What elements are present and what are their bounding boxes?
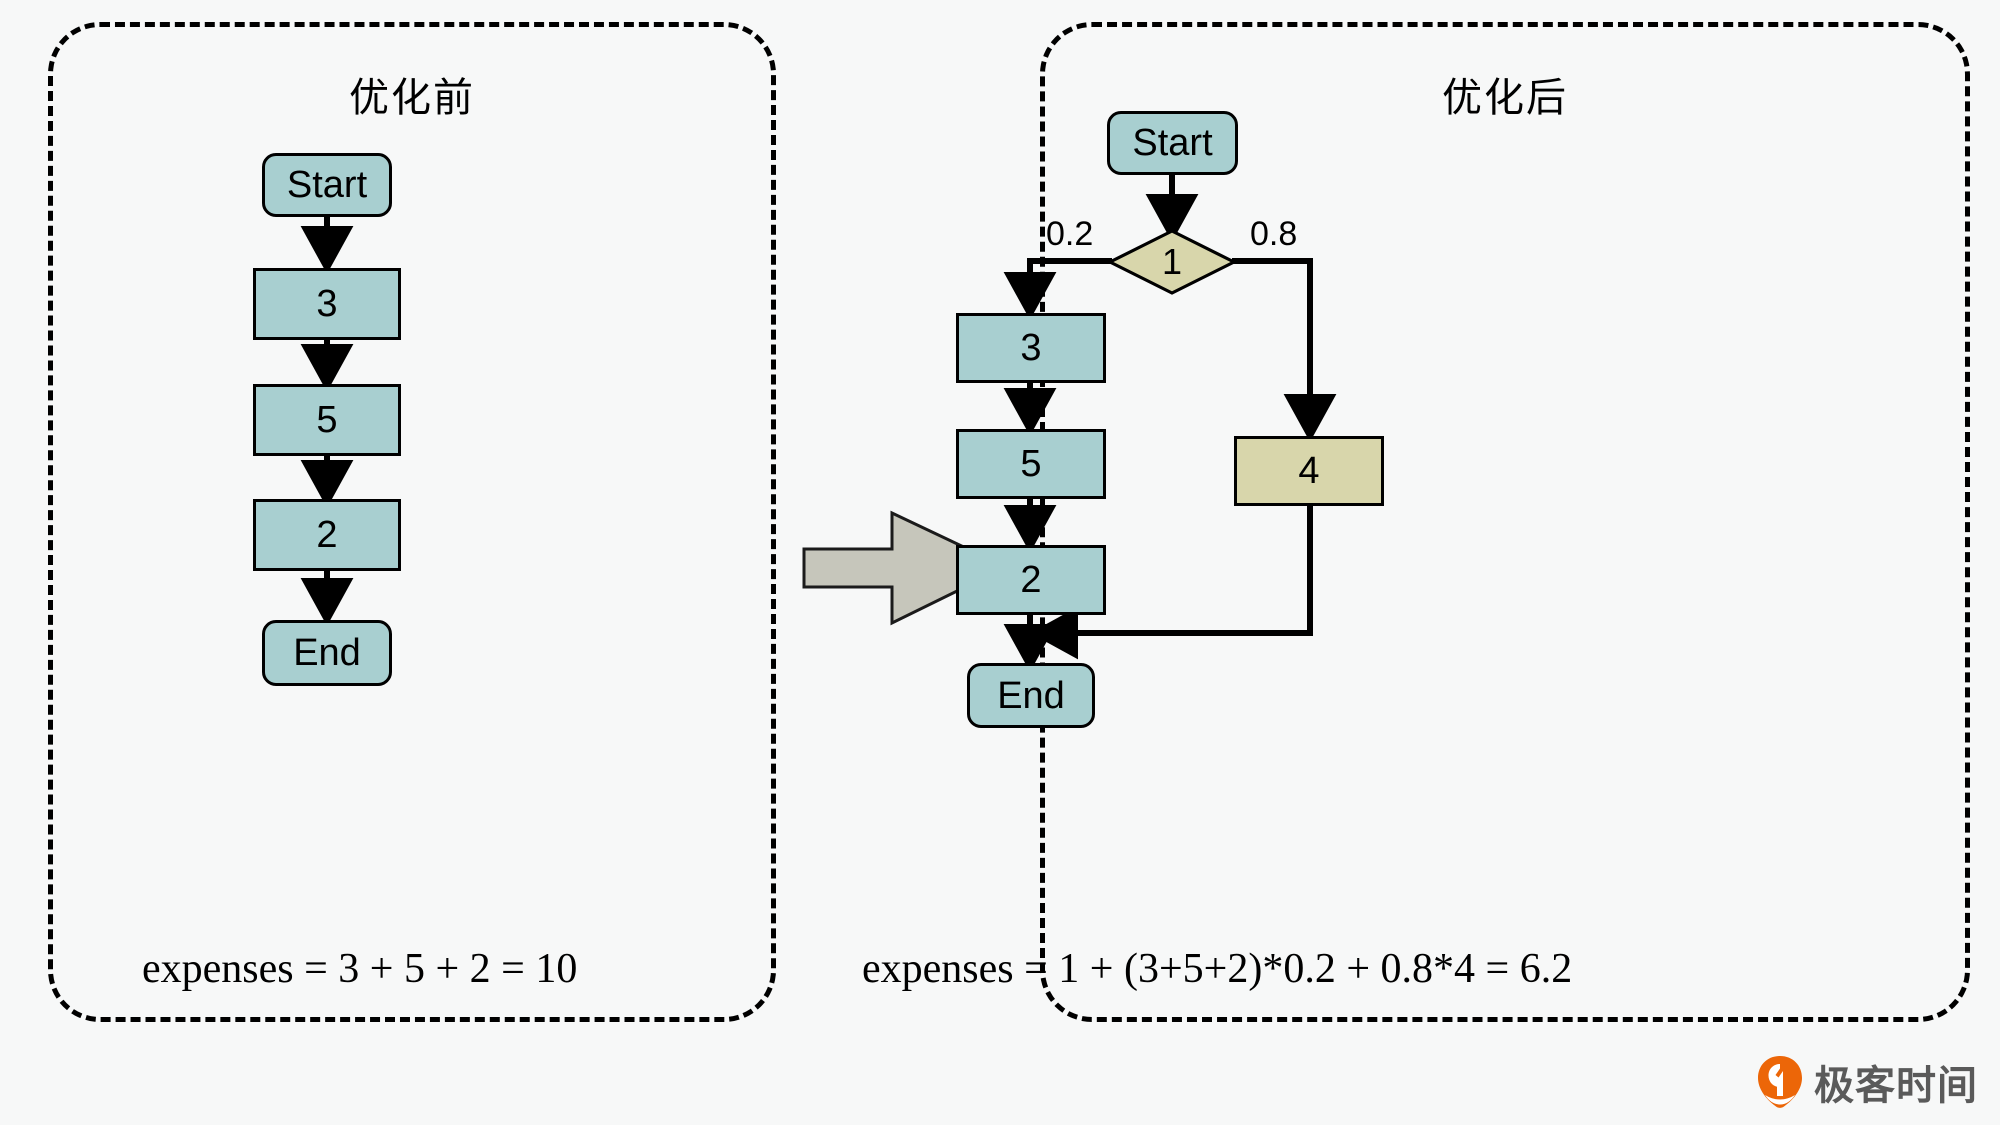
edge-label-left-branch: 0.2: [1046, 215, 1094, 253]
node-label: End: [293, 632, 361, 674]
formula-before: expenses = 3 + 5 + 2 = 10: [142, 946, 578, 992]
node-after-5[interactable]: 5: [956, 429, 1106, 499]
brand-name: 极客时间: [1814, 1063, 1978, 1109]
node-after-end[interactable]: End: [967, 663, 1095, 728]
node-label: 2: [1020, 559, 1042, 601]
node-before-2[interactable]: 2: [253, 499, 401, 571]
node-before-3[interactable]: 3: [253, 268, 401, 340]
node-label: 5: [316, 399, 338, 441]
node-label: End: [997, 674, 1065, 717]
node-after-decision[interactable]: 1: [1108, 229, 1236, 295]
panel-after-title: 优化后: [1442, 76, 1568, 120]
node-label: 3: [316, 283, 338, 325]
node-after-2[interactable]: 2: [956, 545, 1106, 615]
node-before-end[interactable]: End: [262, 620, 392, 686]
node-after-3[interactable]: 3: [956, 313, 1106, 383]
right-arrow-icon: [802, 510, 1010, 626]
node-after-start[interactable]: Start: [1107, 111, 1238, 175]
panel-before-title: 优化前: [349, 76, 475, 120]
node-label: 5: [1020, 443, 1042, 485]
edge-label-right-branch: 0.8: [1250, 215, 1298, 253]
node-label: 3: [1020, 327, 1042, 369]
diamond-shape: [1108, 229, 1236, 295]
node-after-4[interactable]: 4: [1234, 436, 1384, 506]
node-label: 1: [1161, 241, 1183, 282]
panel-after-optimization: 优化后: [1040, 22, 1970, 1022]
brand-logo: 极客时间: [1756, 1053, 1978, 1111]
geektime-logo-icon: [1758, 1056, 1802, 1108]
panel-before-optimization: 优化前: [48, 22, 776, 1022]
node-label: Start: [286, 164, 368, 206]
node-label: 4: [1298, 450, 1320, 492]
node-label: 2: [316, 514, 338, 556]
node-before-start[interactable]: Start: [262, 153, 392, 217]
node-label: Start: [1132, 122, 1213, 164]
formula-after: expenses = 1 + (3+5+2)*0.2 + 0.8*4 = 6.2: [862, 946, 1573, 992]
node-before-5[interactable]: 5: [253, 384, 401, 456]
